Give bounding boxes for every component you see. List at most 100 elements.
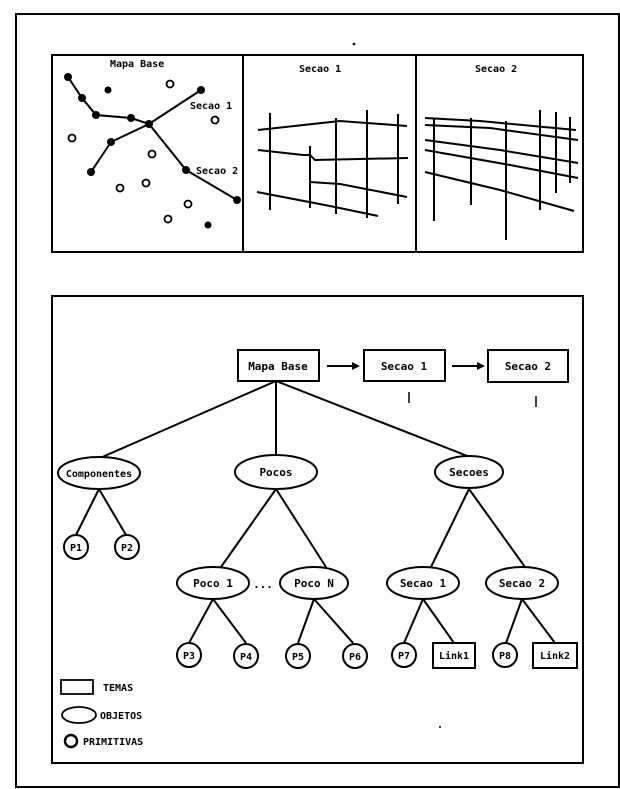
base-map-label-section-1: Secao 1 bbox=[190, 101, 232, 112]
object-label: Poco 1 bbox=[193, 577, 233, 590]
tree-edge bbox=[468, 488, 526, 568]
primitive-label: P5 bbox=[292, 652, 304, 663]
scan-speck bbox=[439, 726, 441, 728]
object-ellipsis: ... bbox=[253, 578, 273, 591]
tree-edge bbox=[75, 488, 100, 536]
well-point bbox=[147, 149, 157, 159]
horizon-line bbox=[309, 181, 408, 198]
base-map-title: Mapa Base bbox=[110, 59, 164, 70]
tree-panel: Mapa Base Secao 1 Secao 2 Componentes Po… bbox=[51, 295, 584, 764]
well-point bbox=[107, 138, 115, 146]
well-point bbox=[104, 86, 112, 94]
well-point bbox=[233, 196, 241, 204]
tree-edge bbox=[98, 488, 127, 536]
well-point bbox=[87, 168, 95, 176]
primitive-node-p3: P3 bbox=[176, 642, 202, 668]
well-point bbox=[78, 94, 86, 102]
top-panels: Mapa Base bbox=[51, 54, 584, 253]
legend-objects-label: OBJETOS bbox=[100, 711, 142, 722]
base-map-label-section-2: Secao 2 bbox=[196, 166, 238, 177]
object-node-poco-n: Poco N bbox=[279, 566, 349, 600]
well-point bbox=[115, 183, 125, 193]
horizon-line bbox=[424, 139, 579, 164]
legend: TEMAS OBJETOS PRIMITIVAS bbox=[60, 679, 143, 749]
theme-label: Secao 2 bbox=[505, 360, 551, 373]
well-point bbox=[210, 115, 220, 125]
arrowhead bbox=[477, 362, 485, 370]
link-theme-nodes: Link1 Link2 bbox=[432, 642, 578, 669]
well-point bbox=[204, 221, 212, 229]
well-point bbox=[92, 111, 100, 119]
tree-edge bbox=[212, 598, 247, 644]
base-map-panel: Mapa Base bbox=[64, 59, 241, 229]
object-node-poco-1: Poco 1 bbox=[176, 566, 250, 600]
object-node-secao-1: Secao 1 bbox=[386, 566, 460, 600]
theme-label: Link1 bbox=[439, 650, 469, 662]
theme-node-section-2: Secao 2 bbox=[487, 349, 569, 383]
object-label: Poco N bbox=[294, 577, 334, 590]
primitive-label: P4 bbox=[240, 652, 252, 663]
primitive-node-p7: P7 bbox=[391, 642, 417, 668]
legend-circle-swatch bbox=[63, 733, 79, 749]
legend-themes-label: TEMAS bbox=[103, 683, 133, 694]
well-point bbox=[127, 114, 135, 122]
horizon-line bbox=[256, 191, 379, 217]
theme-node-base-map: Mapa Base bbox=[237, 349, 320, 382]
tree-edge bbox=[275, 488, 327, 568]
tree-edge bbox=[403, 598, 424, 644]
object-node-secao-2: Secao 2 bbox=[485, 566, 559, 600]
arrowhead bbox=[352, 362, 360, 370]
horizon-line bbox=[424, 117, 577, 131]
tree-edge bbox=[430, 488, 470, 568]
primitive-node-p5: P5 bbox=[285, 643, 311, 669]
theme-label: Secao 1 bbox=[381, 360, 428, 373]
primitive-label: P8 bbox=[499, 651, 511, 662]
tree-panel-frame bbox=[51, 295, 584, 764]
well-point bbox=[141, 178, 151, 188]
section-1-panel: Secao 1 bbox=[256, 64, 409, 218]
well-point bbox=[165, 79, 175, 89]
well-point bbox=[67, 133, 77, 143]
object-node-componentes: Componentes bbox=[57, 456, 141, 490]
scan-speck bbox=[352, 42, 356, 46]
base-map-open-wells bbox=[67, 79, 220, 224]
horizon-line bbox=[424, 149, 579, 179]
horizon-line bbox=[257, 119, 408, 131]
base-map-section-2-trace bbox=[90, 122, 238, 201]
well-point bbox=[183, 199, 193, 209]
primitive-node-p2: P2 bbox=[114, 534, 140, 560]
primitive-label: P7 bbox=[398, 651, 410, 662]
base-map-filled-wells bbox=[64, 73, 241, 229]
theme-node-link-1: Link1 bbox=[432, 642, 476, 669]
legend-ellipse-swatch bbox=[61, 706, 97, 724]
page-border bbox=[15, 13, 620, 788]
primitive-label: P3 bbox=[183, 651, 195, 662]
horizon-line bbox=[424, 124, 579, 141]
object-label: Pocos bbox=[259, 466, 292, 479]
object-node-secoes: Secoes bbox=[434, 455, 504, 489]
object-label: Secao 1 bbox=[400, 577, 447, 590]
primitive-label: P2 bbox=[121, 543, 133, 554]
primitive-node-p6: P6 bbox=[342, 643, 368, 669]
legend-primitives-label: PRIMITIVAS bbox=[83, 737, 143, 748]
well-point bbox=[163, 214, 173, 224]
section-2-horizons bbox=[424, 117, 579, 212]
tree-edge bbox=[505, 598, 523, 644]
tree-edge bbox=[220, 488, 277, 568]
tree-edge bbox=[422, 598, 455, 644]
tree-edge bbox=[99, 380, 277, 459]
well-point bbox=[197, 86, 205, 94]
tree-edge bbox=[313, 598, 354, 644]
well-point bbox=[145, 120, 153, 128]
primitive-node-p4: P4 bbox=[233, 643, 259, 669]
object-nodes: Componentes Pocos Secoes Poco 1 ... Poco… bbox=[57, 454, 559, 600]
tree-edge bbox=[275, 380, 471, 458]
object-label: Secao 2 bbox=[499, 577, 545, 590]
primitive-label: P1 bbox=[70, 543, 82, 554]
horizon-line bbox=[424, 171, 575, 212]
section-1-horizons bbox=[256, 119, 409, 217]
legend-rect-swatch bbox=[60, 679, 94, 695]
section-2-panel: Secao 2 bbox=[424, 64, 579, 240]
object-label: Componentes bbox=[66, 469, 132, 480]
